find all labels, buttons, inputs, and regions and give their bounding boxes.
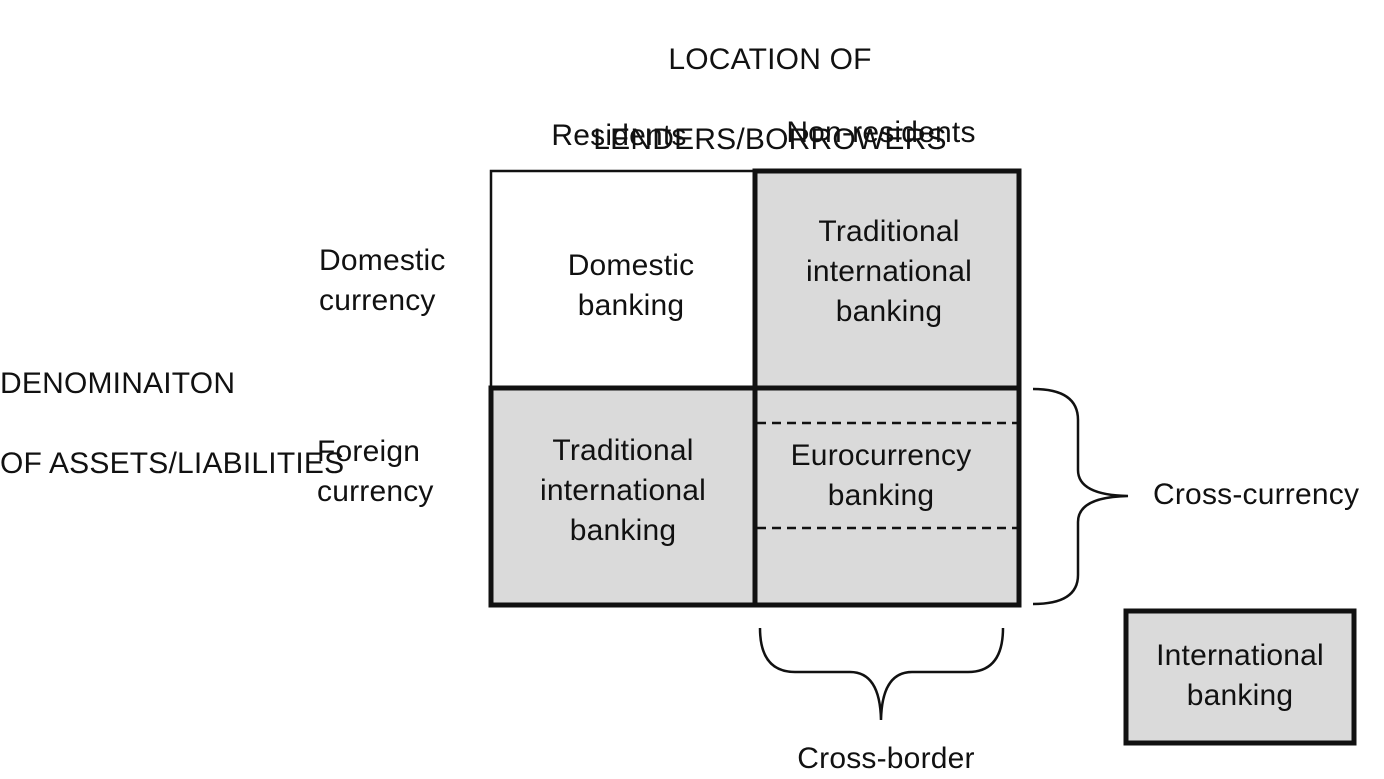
label-traditional-intl-residents: Traditional international banking bbox=[539, 434, 707, 547]
cell-foreign-residents bbox=[488, 385, 758, 608]
side-title-line1: DENOMINAITON bbox=[0, 367, 236, 400]
header-title-line2: LENDERS/BORROWERS bbox=[593, 123, 947, 156]
cross-currency-brace bbox=[1032, 387, 1129, 606]
cell-domestic-nonresidents bbox=[752, 168, 1022, 391]
column-residents: Residents bbox=[551, 119, 687, 152]
row-domestic-currency: Domestic currency bbox=[319, 244, 446, 317]
header-title: LOCATION OF LENDERS/BORROWERS bbox=[560, 0, 980, 200]
cross-border-brace bbox=[758, 627, 1005, 721]
column-non-residents: Non-residents bbox=[786, 116, 976, 149]
label-traditional-intl-nonresidents: Traditional international banking bbox=[805, 215, 973, 328]
cell-domestic-residents bbox=[489, 169, 757, 390]
header-title-line1: LOCATION OF bbox=[668, 43, 872, 76]
label-domestic-banking: Domestic banking bbox=[567, 249, 695, 322]
legend-label: International banking bbox=[1156, 639, 1324, 712]
side-title: DENOMINAITON OF ASSETS/LIABILITIES bbox=[0, 324, 420, 524]
label-cross-border: Cross-border bbox=[797, 742, 975, 775]
row-foreign-currency: Foreign currency bbox=[317, 435, 434, 508]
legend-box bbox=[1123, 608, 1357, 746]
label-eurocurrency-banking: Eurocurrency banking bbox=[790, 439, 972, 512]
side-title-line2: OF ASSETS/LIABILITIES bbox=[0, 447, 345, 480]
label-cross-currency: Cross-currency bbox=[1153, 478, 1360, 511]
